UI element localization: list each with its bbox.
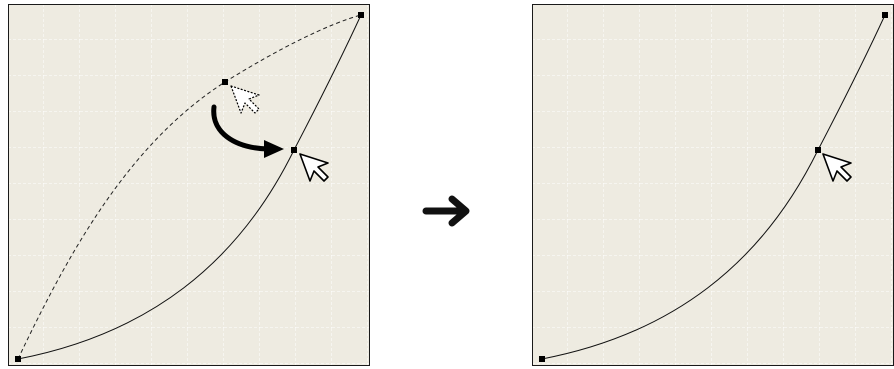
arrow-pointer-icon xyxy=(822,153,852,182)
curve-canvas-after[interactable] xyxy=(532,4,894,366)
dragged-handle-original[interactable] xyxy=(222,79,228,85)
moved-handle[interactable] xyxy=(815,147,821,153)
grid xyxy=(533,5,893,365)
dragged-handle-new[interactable] xyxy=(291,147,297,153)
right-arrow-icon xyxy=(420,193,480,229)
curve-panel-after xyxy=(532,4,894,366)
start-handle[interactable] xyxy=(539,356,545,362)
dashed-arrow-pointer-icon xyxy=(230,85,260,114)
previous-curve xyxy=(17,14,362,360)
curve-canvas-before[interactable] xyxy=(8,4,370,366)
curved-arrow-icon xyxy=(211,104,284,158)
grid xyxy=(9,5,369,365)
current-curve xyxy=(541,14,886,360)
end-handle[interactable] xyxy=(882,12,888,18)
curve-panel-before xyxy=(8,4,370,366)
start-handle[interactable] xyxy=(15,356,21,362)
current-curve xyxy=(17,14,362,360)
end-handle[interactable] xyxy=(358,12,364,18)
arrow-pointer-icon xyxy=(299,153,329,182)
